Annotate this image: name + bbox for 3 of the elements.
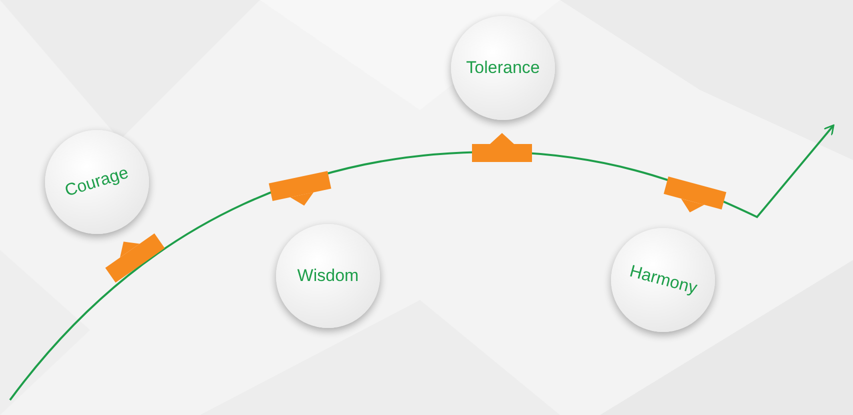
node-label: Wisdom (297, 265, 359, 287)
node-label: Courage (62, 162, 132, 202)
node-label: Tolerance (466, 57, 540, 79)
